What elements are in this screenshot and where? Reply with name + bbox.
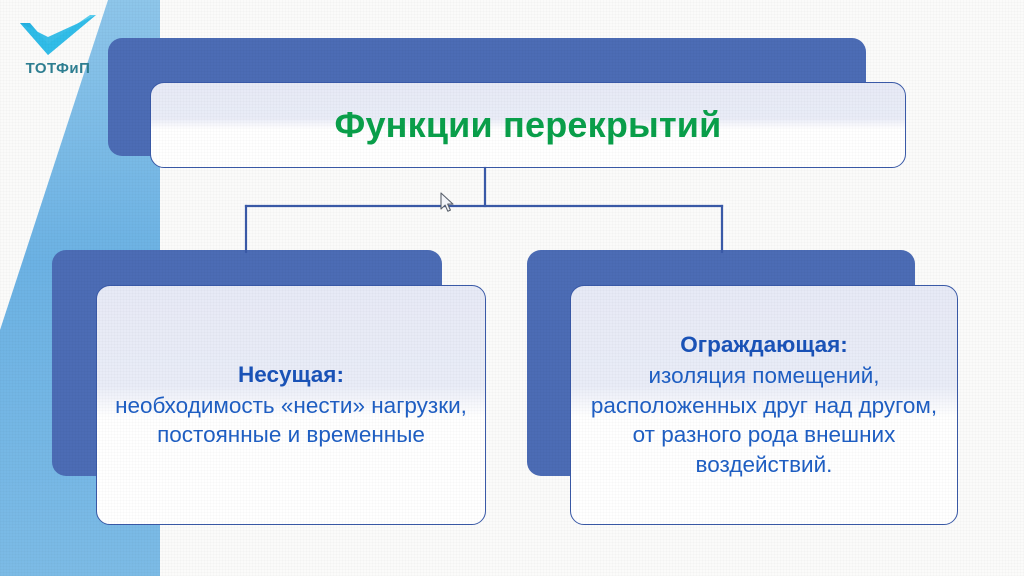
mouse-pointer-icon [440,192,454,212]
branch-card-right: Ограждающая: изоляция помещений, располо… [570,285,958,525]
branch-card-left: Несущая: необходимость «нести» нагрузки,… [96,285,486,525]
branch-text-right: Ограждающая: изоляция помещений, располо… [571,330,957,479]
logo-text: ТОТФиП [25,60,91,77]
check-mark-icon [20,15,96,55]
page-title: Функции перекрытий [334,104,722,146]
branch-description: изоляция помещений, расположенных друг н… [590,362,938,478]
branch-heading: Ограждающая: [680,332,848,358]
title-card: Функции перекрытий [150,82,906,168]
branch-text-left: Несущая: необходимость «нести» нагрузки,… [97,360,485,450]
branch-heading: Несущая: [238,361,344,387]
logo: ТОТФиП [10,14,106,86]
branch-description: необходимость «нести» нагрузки, постоянн… [115,392,467,448]
